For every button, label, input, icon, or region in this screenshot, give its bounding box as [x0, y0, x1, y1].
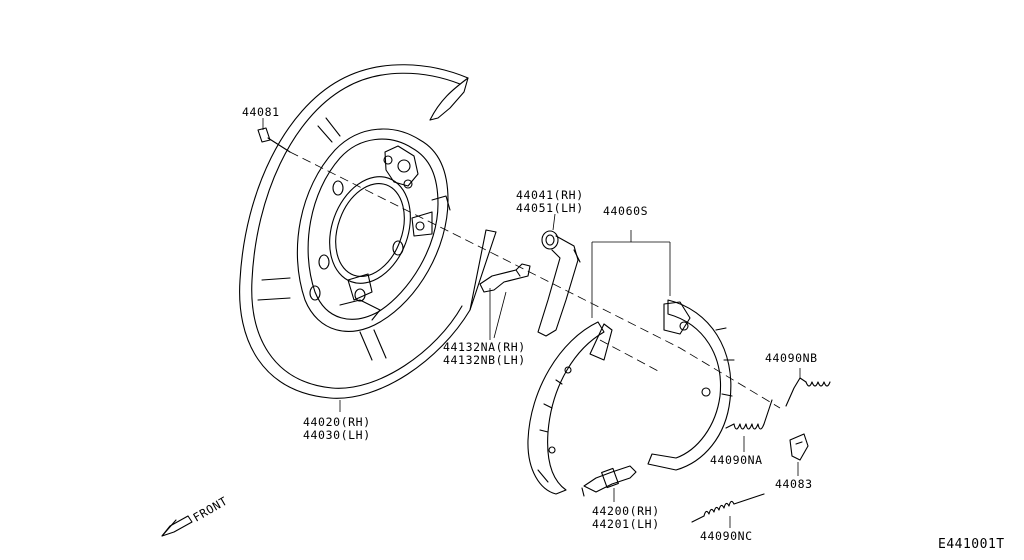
- label-strut-rh: 44132NA(RH): [443, 340, 526, 354]
- label-adjuster-lh: 44201(LH): [592, 517, 660, 531]
- label-spring-nc: 44090NC: [700, 529, 753, 543]
- strut-leader: [493, 291, 507, 339]
- label-spring-na: 44090NA: [710, 453, 763, 467]
- label-plate-lh: 44030(LH): [303, 428, 371, 442]
- adjuster-part: [581, 465, 637, 502]
- label-front: FRONT: [191, 494, 231, 525]
- front-shoe-part: [527, 321, 613, 495]
- spring-nb-part: [785, 368, 831, 407]
- rear-shoe-part: [647, 299, 735, 471]
- diagram-code: E441001T: [938, 537, 1005, 552]
- spring-nc-part: [691, 493, 765, 528]
- label-bolt: 44081: [242, 105, 280, 119]
- label-lever-lh: 44051(LH): [516, 201, 584, 215]
- label-plate-rh: 44020(RH): [303, 415, 371, 429]
- label-lever-rh: 44041(RH): [516, 188, 584, 202]
- shoe-set-bracket: [591, 230, 671, 318]
- bolt-part: [257, 118, 291, 153]
- label-spring-nb: 44090NB: [765, 351, 818, 365]
- clip-part: [789, 433, 809, 476]
- alignment-line: [289, 151, 781, 409]
- alignment-line-2: [599, 339, 661, 373]
- front-arrow-icon: [161, 515, 193, 537]
- label-clip: 44083: [775, 477, 813, 491]
- spring-na-part: [725, 399, 773, 452]
- lever-part: [537, 213, 581, 337]
- back-plate-drawing: [239, 64, 497, 399]
- strut-part: [479, 263, 531, 340]
- label-adjuster-rh: 44200(RH): [592, 504, 660, 518]
- label-shoe-set: 44060S: [603, 204, 648, 218]
- label-strut-lh: 44132NB(LH): [443, 353, 526, 367]
